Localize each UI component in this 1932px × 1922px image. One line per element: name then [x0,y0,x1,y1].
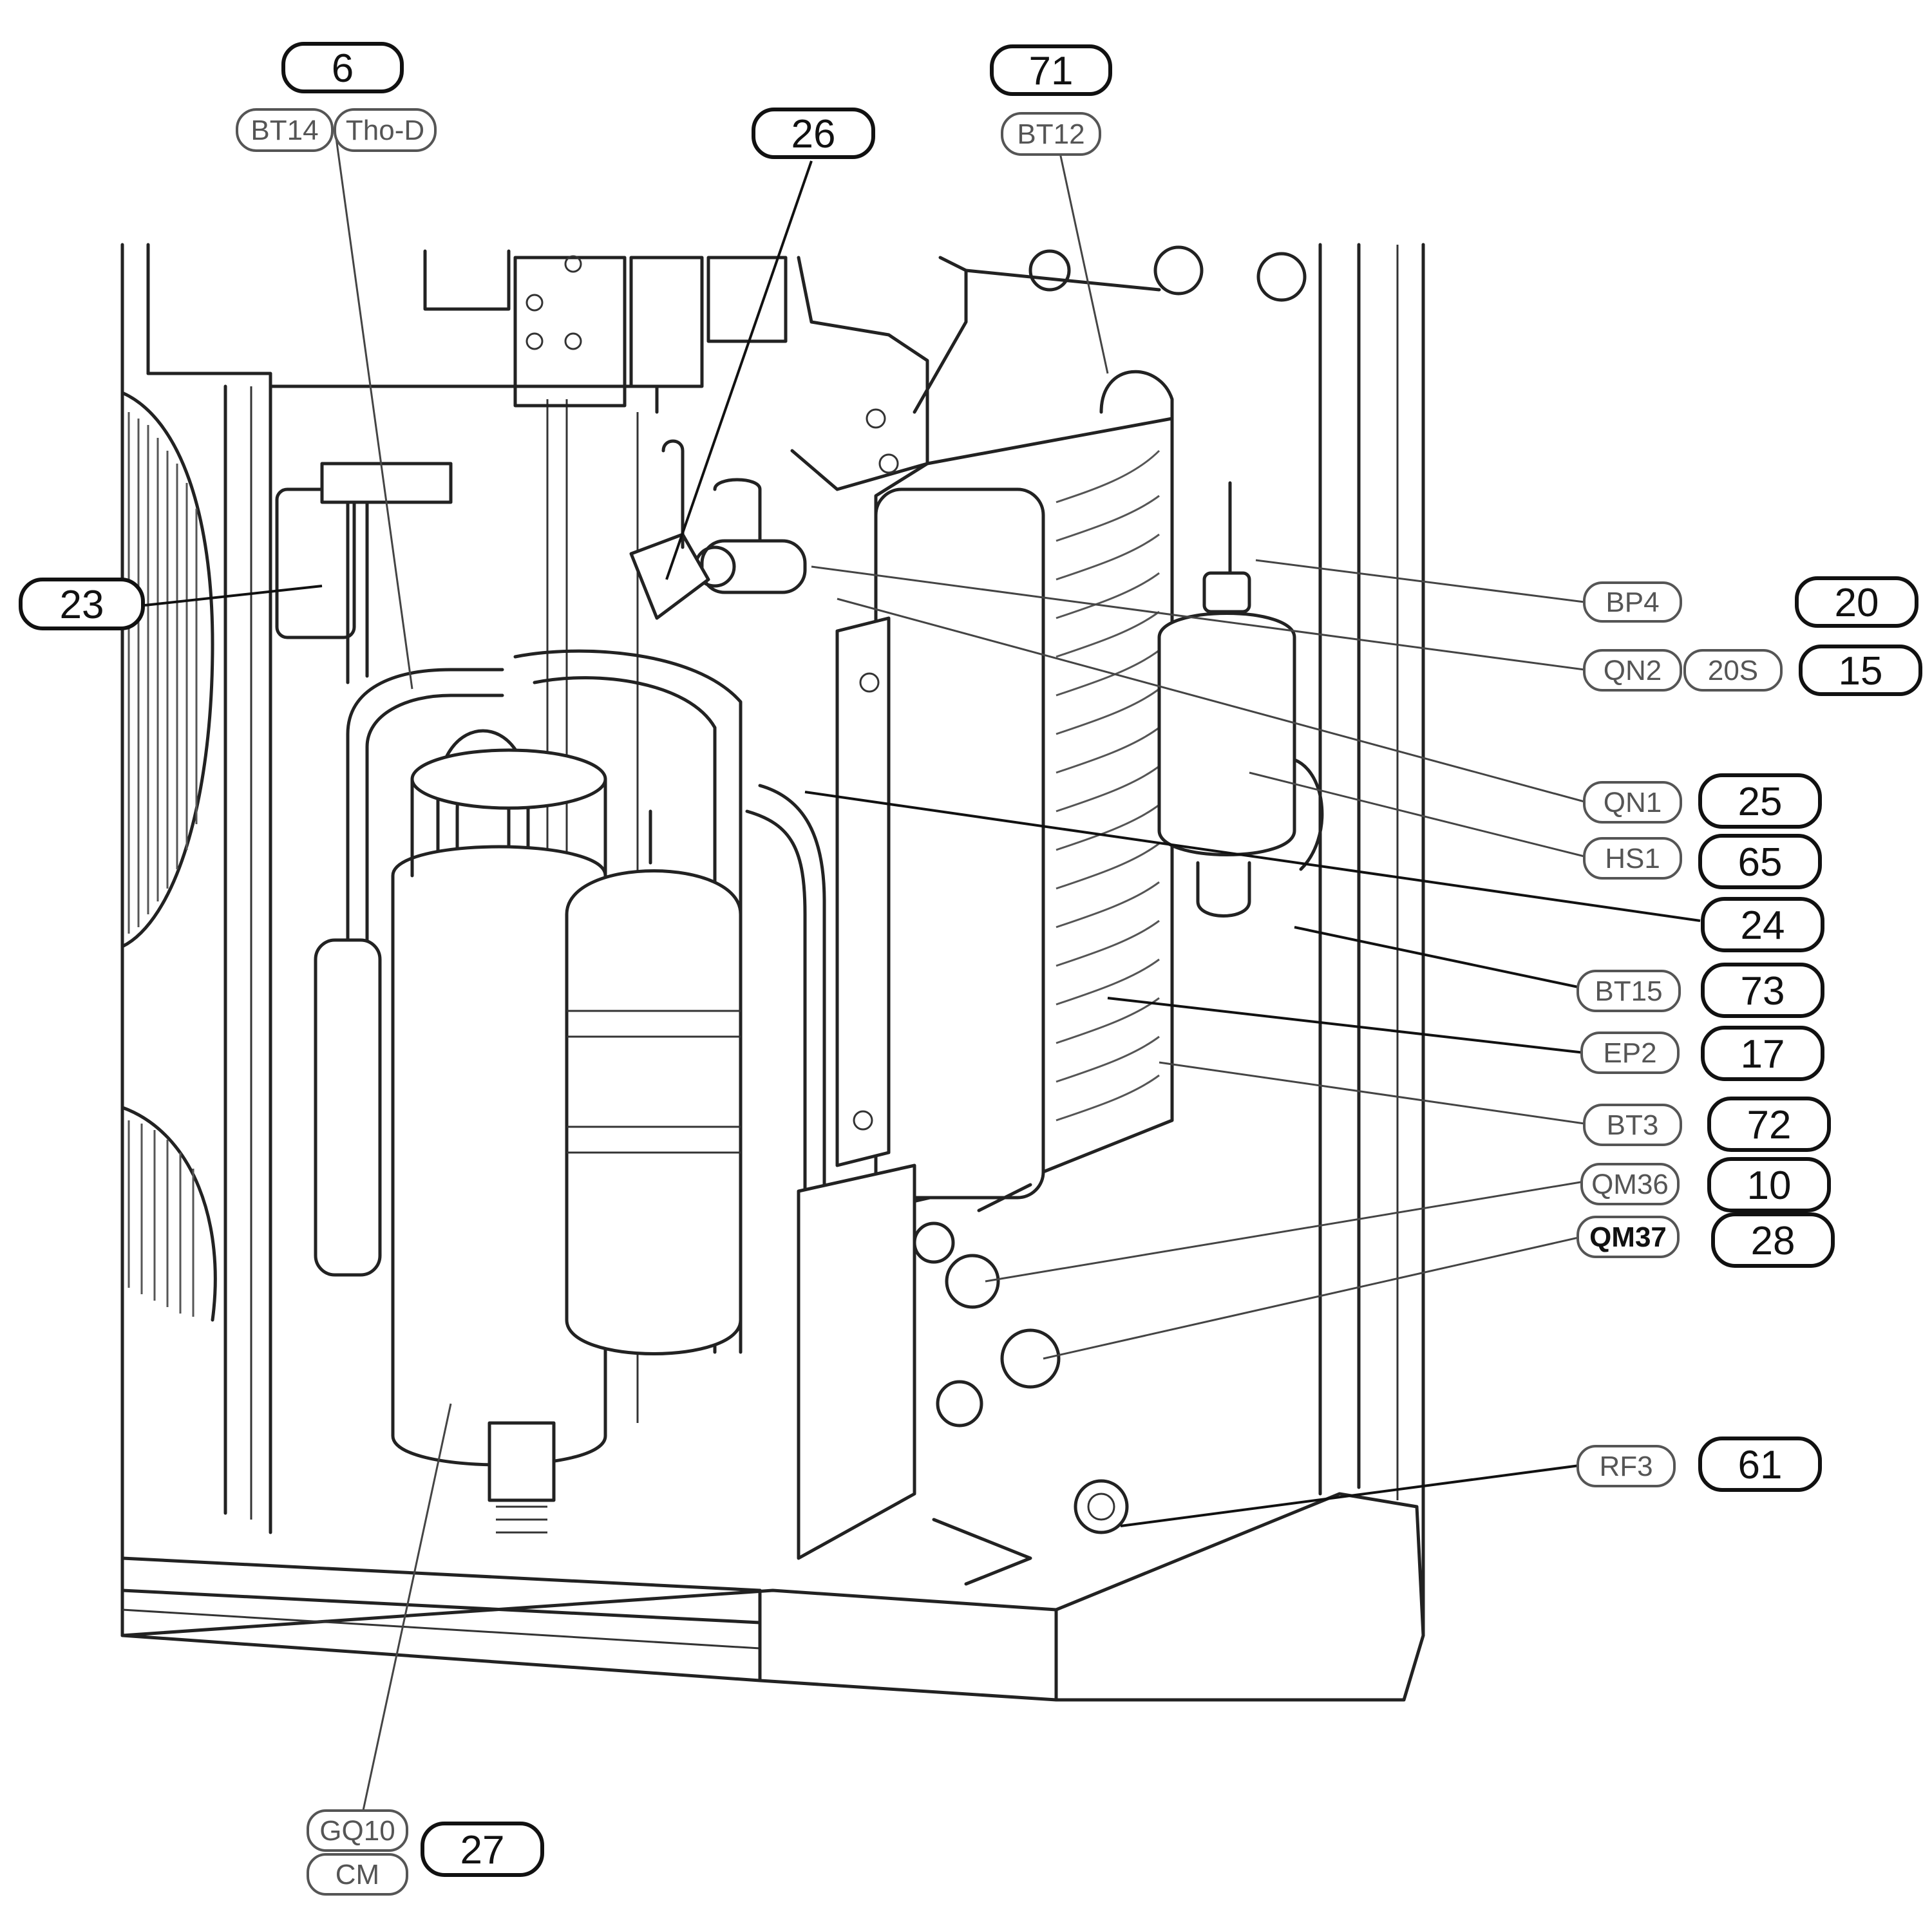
callout-28-code-1: QM37 [1589,1221,1667,1253]
callout-28-number: 28 [1751,1219,1795,1263]
callout-6-code-2: Tho-D [346,115,424,146]
callout-27-number: 27 [460,1828,505,1872]
callout-27: GQ10 CM 27 [307,1809,544,1896]
callout-10-code-1: QM36 [1591,1169,1669,1200]
callout-15-number: 15 [1839,649,1883,693]
callout-73-code-1: BT15 [1595,975,1662,1007]
callout-27-code-1: GQ10 [319,1815,395,1847]
callout-15: QN2 20S 15 [1583,645,1922,696]
callout-71-number: 71 [1029,49,1074,93]
callout-73-number: 73 [1741,969,1785,1013]
callout-72: BT3 72 [1583,1097,1831,1152]
callout-26-number: 26 [791,112,836,156]
callout-61: RF3 61 [1577,1437,1822,1492]
callout-26: 26 [752,108,875,159]
compressor [391,748,607,1534]
callout-6-number: 6 [332,46,354,91]
callout-6: 6 BT14 Tho-D [236,42,437,152]
callout-24: 24 [1701,897,1824,952]
fan-shroud [120,391,217,1322]
callout-15-code-2: 20S [1708,655,1758,686]
callout-65-code-1: HS1 [1605,843,1660,874]
callout-20: BP4 20 [1583,576,1918,628]
callout-72-code-1: BT3 [1607,1109,1659,1141]
callout-65: HS1 65 [1583,834,1822,889]
callout-25-code-1: QN1 [1604,787,1662,818]
plate-heat-exchanger [835,370,1174,1206]
callout-10: QM36 10 [1580,1157,1831,1212]
callout-28: QM37 28 [1577,1212,1835,1268]
callout-20-code-1: BP4 [1605,587,1659,618]
callout-6-code-1: BT14 [251,115,318,146]
callout-65-number: 65 [1738,840,1783,885]
callout-17: EP2 17 [1580,1026,1824,1081]
callout-61-number: 61 [1738,1443,1783,1487]
callout-17-code-1: EP2 [1603,1037,1656,1069]
accumulator [565,809,743,1355]
callout-25: QN1 25 [1583,773,1822,829]
callout-25-number: 25 [1738,780,1783,824]
filter-drier [1157,481,1324,918]
callout-17-number: 17 [1741,1032,1785,1077]
unit-drawing [120,243,1425,1702]
callout-27-code-2: CM [336,1859,379,1890]
callout-20-number: 20 [1835,581,1879,625]
service-valves [797,1164,1129,1586]
callout-15-code-1: QN2 [1604,655,1662,686]
callout-71: 71 BT12 [990,44,1112,156]
callout-71-code-1: BT12 [1017,118,1084,150]
callout-24-number: 24 [1741,903,1785,948]
callout-10-number: 10 [1747,1164,1792,1208]
leader-lines [144,128,1701,1823]
four-way-valve [629,439,807,620]
callout-72-number: 72 [1747,1103,1792,1147]
control-bracket [423,245,1307,491]
callout-23: 23 [19,578,145,630]
liquid-receiver [314,938,382,1277]
callout-73: BT15 73 [1577,963,1824,1018]
callout-61-code-1: RF3 [1599,1451,1653,1482]
callout-23-number: 23 [60,583,104,627]
solenoid-coil [275,462,453,684]
